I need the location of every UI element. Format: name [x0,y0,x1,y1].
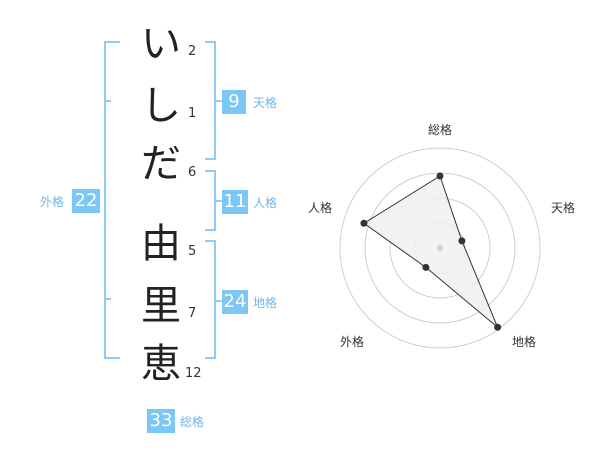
name-char-1: い [141,21,181,67]
radar-polygon [362,175,499,328]
soukaku-badge: 33 [147,409,175,433]
name-char-3: だ [141,141,181,187]
radar-points [360,172,502,331]
soukaku-label: 総格 [180,415,205,429]
radar-point-1 [436,172,444,180]
name-char-5: 里 [141,283,181,329]
radar-axis-label-3: 地格 [512,335,537,349]
stroke-count-1: 2 [188,44,197,59]
radar-axis-label-4: 外格 [340,335,365,349]
radar-point-4 [422,263,430,271]
name-char-4: 由 [141,221,181,267]
gaikaku-badge: 22 [72,189,100,213]
radar-axis-label-5: 人格 [308,201,333,215]
jinkaku-label: 人格 [253,196,278,210]
radar-center-dot [437,245,443,251]
radar-axis-label-2: 天格 [551,201,576,215]
radar-axis-label-1: 総格 [428,123,453,137]
stroke-count-6: 12 [185,366,202,381]
stroke-count-2: 1 [188,106,197,121]
stroke-count-4: 5 [188,244,197,259]
radar-point-3 [494,323,502,331]
radar-point-5 [360,219,368,227]
jinkaku-badge: 11 [222,190,248,214]
name-char-2: し [141,83,181,129]
chikaku-label: 地格 [253,296,278,310]
name-char-6: 恵 [141,341,181,387]
chikaku-badge: 24 [222,290,248,314]
radar-ring-4 [339,147,541,349]
radar-point-2 [458,237,466,245]
tenkaku-label: 天格 [253,96,278,110]
gaikaku-label: 外格 [40,195,65,209]
stroke-count-3: 6 [188,165,197,180]
stroke-count-5: 7 [188,306,197,321]
tenkaku-badge: 9 [222,90,246,114]
